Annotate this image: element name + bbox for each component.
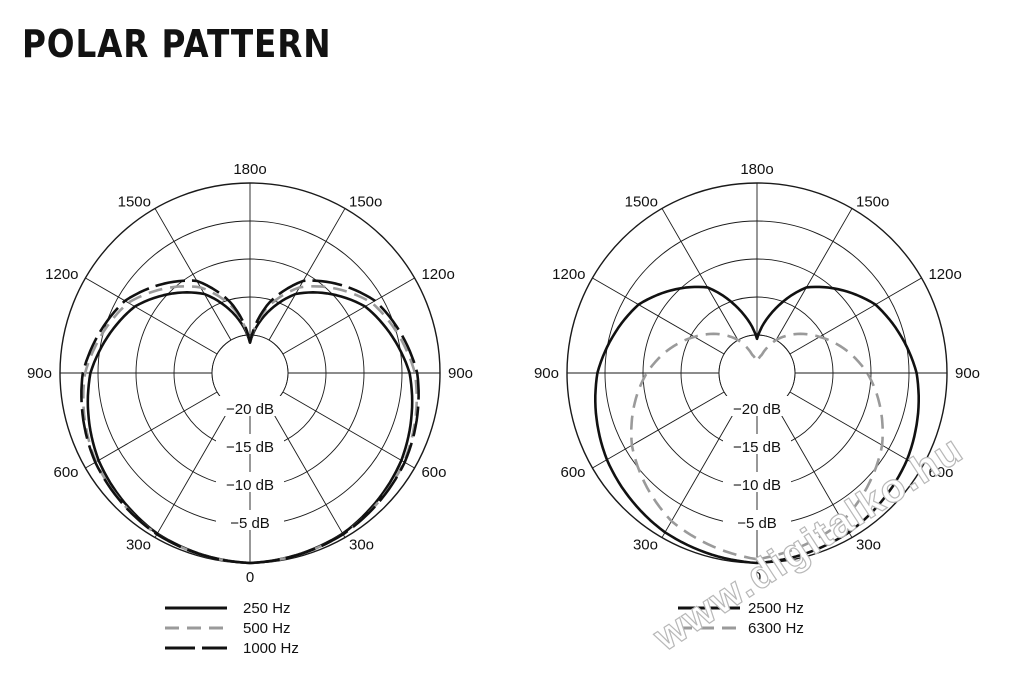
db-label-mask xyxy=(723,434,791,454)
db-label-mask xyxy=(216,434,284,454)
angle-label-bottom: 0 xyxy=(246,569,254,586)
grid-spoke xyxy=(775,208,853,341)
grid-spoke xyxy=(85,277,218,355)
angle-label-bottom: 0 xyxy=(753,569,761,586)
polar-series-6300-hz xyxy=(630,332,884,561)
angle-label-left: 90o xyxy=(534,365,559,382)
db-label-mask xyxy=(723,396,791,416)
grid-spoke xyxy=(592,391,725,469)
angle-label-lower-right: 60o xyxy=(928,464,953,481)
legend-right: 2500 Hz 6300 Hz xyxy=(678,600,804,637)
angle-label-top: 180o xyxy=(740,161,773,178)
grid-spoke xyxy=(661,405,739,538)
grid-spoke xyxy=(789,277,922,355)
angle-label-top: 180o xyxy=(233,161,266,178)
angle-label-mid-upper-right: 120o xyxy=(421,266,454,283)
angle-label-mid-upper-right: 120o xyxy=(928,266,961,283)
angle-label-upper-left: 150o xyxy=(118,194,151,211)
angle-label-bottom-left: 30o xyxy=(633,536,658,553)
radial-db-label: −10 dB xyxy=(733,477,781,494)
legend-label: 500 Hz xyxy=(243,620,291,637)
grid-spoke xyxy=(85,391,218,469)
grid-spoke xyxy=(268,208,346,341)
radial-db-label: −20 dB xyxy=(733,401,781,418)
grid-spoke xyxy=(268,405,346,538)
legend-left: 250 Hz 500 Hz 1000 Hz xyxy=(165,600,299,657)
angle-label-bottom-left: 30o xyxy=(126,536,151,553)
radial-db-label: −15 dB xyxy=(226,439,274,456)
polar-chart-right: −20 dB −15 dB −10 dB −5 dB 180o 150o 150o 120o 1… xyxy=(534,161,980,586)
grid-spoke xyxy=(282,391,415,469)
angle-label-lower-left: 60o xyxy=(560,464,585,481)
angle-label-mid-upper-left: 120o xyxy=(552,266,585,283)
radial-db-label: −15 dB xyxy=(733,439,781,456)
db-label-mask xyxy=(216,510,284,530)
grid-spoke xyxy=(789,391,922,469)
grid-spoke xyxy=(282,277,415,355)
polar-series-2500-hz xyxy=(594,285,920,565)
angle-label-upper-right: 150o xyxy=(349,194,382,211)
angle-label-right: 90o xyxy=(955,365,980,382)
angle-label-upper-right: 150o xyxy=(856,194,889,211)
db-label-mask xyxy=(723,510,791,530)
db-label-mask xyxy=(216,396,284,416)
polar-chart-left: −20 dB −15 dB −10 dB −5 dB 180o 150o 150o 120o 1… xyxy=(27,161,473,586)
angle-label-bottom-right: 30o xyxy=(349,536,374,553)
angle-label-left: 90o xyxy=(27,365,52,382)
grid-spoke xyxy=(154,405,232,538)
grid-spoke xyxy=(775,405,853,538)
legend-label: 2500 Hz xyxy=(748,600,804,617)
db-label-mask xyxy=(216,472,284,492)
angle-label-lower-right: 60o xyxy=(421,464,446,481)
angle-label-mid-upper-left: 120o xyxy=(45,266,78,283)
radial-db-label: −5 dB xyxy=(737,515,777,532)
grid-spoke xyxy=(661,208,739,341)
legend-label: 250 Hz xyxy=(243,600,291,617)
radial-db-label: −10 dB xyxy=(226,477,274,494)
polar-series-1000-hz xyxy=(80,279,420,565)
legend-label: 1000 Hz xyxy=(243,640,299,657)
legend-label: 6300 Hz xyxy=(748,620,804,637)
radial-db-label: −20 dB xyxy=(226,401,274,418)
grid-spoke xyxy=(592,277,725,355)
angle-label-bottom-right: 30o xyxy=(856,536,881,553)
grid-spoke xyxy=(154,208,232,341)
db-label-mask xyxy=(723,472,791,492)
angle-label-lower-left: 60o xyxy=(53,464,78,481)
radial-db-label: −5 dB xyxy=(230,515,270,532)
angle-label-right: 90o xyxy=(448,365,473,382)
page-title: POLAR PATTERN xyxy=(22,22,332,66)
angle-label-upper-left: 150o xyxy=(625,194,658,211)
